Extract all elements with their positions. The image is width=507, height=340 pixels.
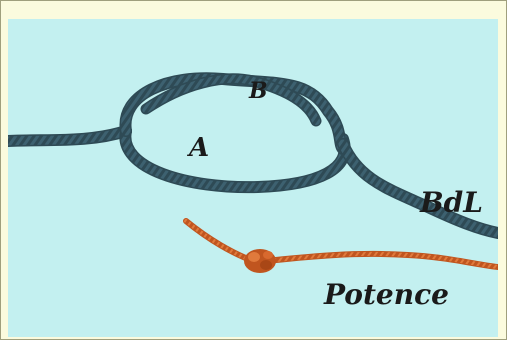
knot-drawing: A B BdL Potence	[8, 19, 498, 337]
label-bdl: BdL	[419, 186, 483, 219]
knot-illustration: A B BdL Potence	[8, 19, 498, 337]
label-potence: Potence	[323, 278, 449, 311]
label-b: B	[248, 78, 268, 104]
label-a: A	[186, 133, 209, 163]
orange-knot	[244, 249, 276, 273]
